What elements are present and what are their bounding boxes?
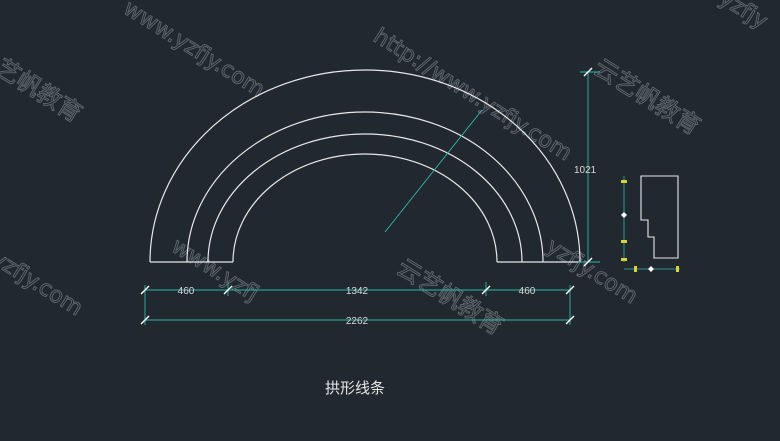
dim-label-total: 2262 xyxy=(346,316,369,327)
watermark-brand-center: 云艺帆教育 xyxy=(392,253,509,340)
marker xyxy=(621,180,627,183)
arch-outer xyxy=(149,69,581,263)
arch-inner-1 xyxy=(207,133,523,263)
watermark-url-topright: yzfjy xyxy=(715,0,772,34)
drawing-caption: 拱形线条 xyxy=(325,379,385,397)
dim-label-inner-span: 1342 xyxy=(346,286,369,297)
marker xyxy=(621,240,627,243)
dimension-lines xyxy=(144,71,600,325)
watermark-url-top: www.yzfjy.com xyxy=(119,0,269,103)
dimension-ticks xyxy=(140,67,593,325)
watermark-url-left: yzfjy.com xyxy=(0,246,87,321)
profile-markers xyxy=(621,180,679,272)
arch-outlines xyxy=(149,69,581,263)
profile-outline xyxy=(640,175,679,259)
dim-label-left: 460 xyxy=(178,286,195,297)
watermark-brand-right: 云艺帆教育 xyxy=(589,53,706,140)
arch-inner-2 xyxy=(232,153,498,263)
marker xyxy=(676,266,679,272)
watermark-brand-left: 艺帆教育 xyxy=(0,53,87,128)
profile-dim-lines xyxy=(623,176,680,270)
profile-section xyxy=(621,175,680,272)
dim-label-height: 1021 xyxy=(574,165,597,176)
radius-leader xyxy=(384,109,483,233)
watermark-url-right: yzfjy.com xyxy=(542,234,642,309)
profile-diamonds xyxy=(621,212,654,272)
arch-middle xyxy=(186,111,544,263)
marker xyxy=(634,266,637,272)
marker xyxy=(621,258,627,261)
dim-label-right: 460 xyxy=(519,286,536,297)
